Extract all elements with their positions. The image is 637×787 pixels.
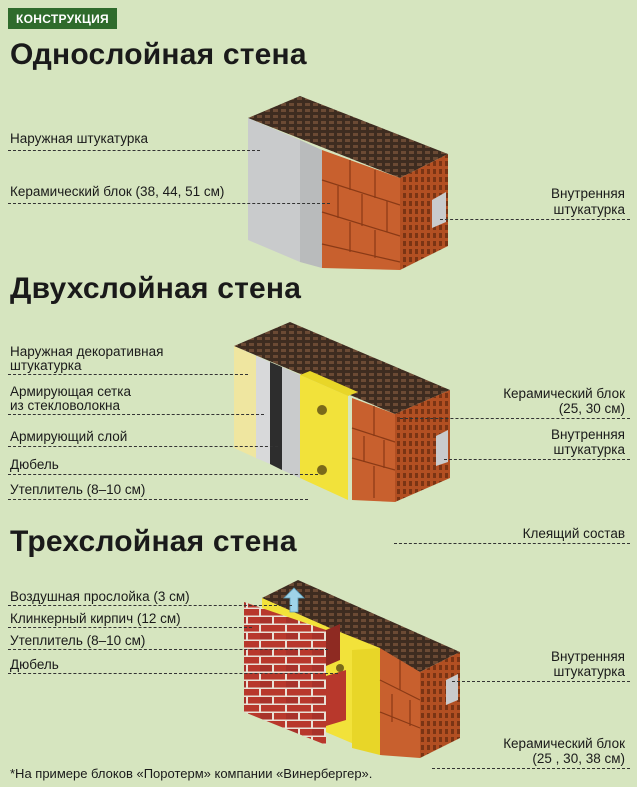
leader-line xyxy=(440,219,630,220)
single-layer-wall-drawing xyxy=(248,96,448,270)
leader-line xyxy=(8,499,308,500)
leader-line xyxy=(8,374,248,375)
section-badge: КОНСТРУКЦИЯ xyxy=(8,8,117,29)
label-ceramic-block-triple-l1: Керамический блок xyxy=(503,736,625,751)
leader-line xyxy=(8,414,264,415)
leader-line xyxy=(394,543,630,544)
label-fiberglass-mesh-l1: Армирующая сетка xyxy=(10,384,131,399)
label-air-gap: Воздушная прослойка (3 см) xyxy=(10,589,190,604)
title-triple-layer-wall: Трехслойная стена xyxy=(10,525,297,558)
label-fiberglass-mesh-l2: из стекловолокна xyxy=(10,398,121,413)
label-inner-plaster-triple-l2: штукатурка xyxy=(553,664,625,679)
label-inner-plaster-triple-l1: Внутренняя xyxy=(551,649,625,664)
label-ceramic-block-double-l2: (25, 30 см) xyxy=(558,401,625,416)
label-decorative-plaster-l1: Наружная декоративная xyxy=(10,344,164,359)
leader-line xyxy=(8,627,252,628)
leader-line xyxy=(8,446,278,447)
label-inner-plaster-double-l2: штукатурка xyxy=(553,442,625,457)
label-adhesive: Клеящий состав xyxy=(522,526,625,541)
footnote: *На примере блоков «Поротерм» компании «… xyxy=(10,766,373,781)
leader-line xyxy=(8,150,260,151)
label-inner-plaster-single-l1: Внутренняя xyxy=(551,186,625,201)
title-double-layer-wall: Двухслойная стена xyxy=(10,272,302,305)
label-inner-plaster-single-l2: штукатурка xyxy=(553,202,625,217)
leader-line xyxy=(8,203,330,204)
triple-layer-wall-drawing xyxy=(244,580,460,758)
double-layer-wall-drawing xyxy=(234,322,450,502)
title-single-layer-wall: Однослойная стена xyxy=(10,38,307,71)
leader-line xyxy=(432,768,630,769)
label-insulation-triple: Утеплитель (8–10 см) xyxy=(10,633,146,648)
label-dowel-double: Дюбель xyxy=(10,457,59,472)
label-ceramic-block-double-l1: Керамический блок xyxy=(503,386,625,401)
label-inner-plaster-double-l1: Внутренняя xyxy=(551,427,625,442)
label-insulation-double: Утеплитель (8–10 см) xyxy=(10,482,146,497)
leader-line xyxy=(8,649,328,650)
leader-line xyxy=(452,681,630,682)
label-ceramic-block-single: Керамический блок (38, 44, 51 см) xyxy=(10,184,225,199)
label-clinker-brick: Клинкерный кирпич (12 см) xyxy=(10,611,181,626)
leader-line xyxy=(8,605,292,606)
label-reinforcing-layer: Армирующий слой xyxy=(10,429,128,444)
leader-line xyxy=(400,418,630,419)
label-dowel-triple: Дюбель xyxy=(10,657,59,672)
leader-line xyxy=(444,459,630,460)
leader-line xyxy=(8,673,338,674)
label-decorative-plaster-l2: штукатурка xyxy=(10,358,82,373)
leader-line xyxy=(8,474,318,475)
label-outer-plaster: Наружная штукатурка xyxy=(10,131,149,146)
label-ceramic-block-triple-l2: (25 , 30, 38 см) xyxy=(532,751,625,766)
